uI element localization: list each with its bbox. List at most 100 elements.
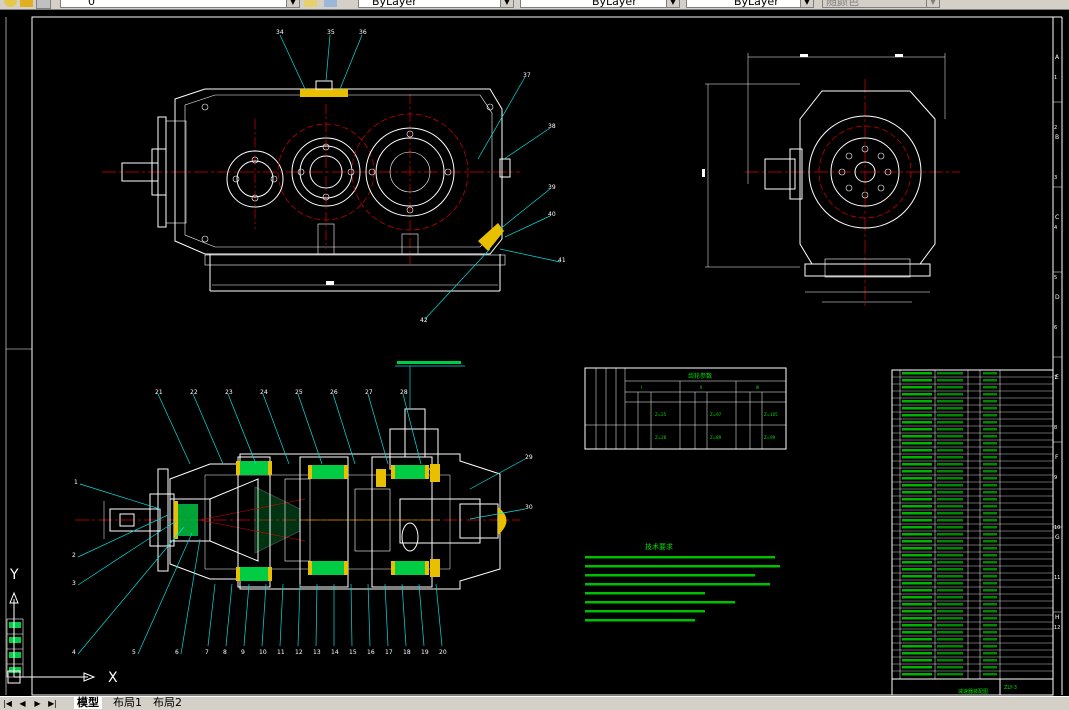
lineweight-combo[interactable]: ByLayer ▼ (686, 0, 814, 8)
parts-row-text (983, 589, 997, 592)
parts-row-text (937, 519, 963, 522)
parts-row-text (902, 456, 932, 459)
prev-tab-icon[interactable]: ◀ (19, 699, 26, 708)
parts-row-text (937, 652, 963, 655)
parts-row-text (937, 526, 963, 529)
part-balloon: 28 (400, 389, 408, 396)
svg-text:39: 39 (548, 184, 556, 191)
parts-row-text (937, 400, 963, 403)
parts-row-text (902, 631, 932, 634)
parts-row-text (902, 477, 932, 480)
layer-combo[interactable]: 0 ▼ (60, 0, 300, 8)
parts-row-text (983, 547, 997, 550)
parts-row-text (902, 652, 932, 655)
layer-bulb-icon[interactable] (4, 0, 17, 7)
color-combo[interactable]: ByLayer ▼ (358, 0, 514, 8)
first-tab-icon[interactable]: |◀ (3, 699, 12, 708)
parts-row-text (937, 624, 963, 627)
svg-text:34: 34 (276, 29, 284, 36)
last-tab-icon[interactable]: ▶| (48, 699, 57, 708)
part-balloon: 8 (223, 649, 227, 656)
parts-row-text (902, 470, 932, 473)
svg-text:Z=105: Z=105 (764, 412, 778, 417)
parts-row-text (983, 512, 997, 515)
parts-row-text (983, 568, 997, 571)
tab-model[interactable]: 模型 (74, 697, 102, 709)
parts-row-text (902, 414, 932, 417)
parts-row-text (983, 652, 997, 655)
parts-row-text (902, 421, 932, 424)
tech-req-line (585, 619, 695, 622)
parts-row-text (983, 470, 997, 473)
ucs-y-label: Y (9, 567, 19, 583)
part-balloon: 24 (260, 389, 268, 396)
parts-row-text (983, 624, 997, 627)
layer-lock-icon[interactable] (36, 0, 51, 9)
parts-row-text (983, 533, 997, 536)
parts-row-text (983, 526, 997, 529)
parts-row-text (937, 491, 963, 494)
parts-row-text (983, 428, 997, 431)
next-tab-icon[interactable]: ▶ (34, 699, 41, 708)
part-balloon: 23 (225, 389, 233, 396)
parts-row-text (937, 379, 963, 382)
parts-row-text (902, 533, 932, 536)
frame-zone-number: 7 (1054, 375, 1057, 381)
part-balloon: 11 (277, 649, 285, 656)
layer-combo-value: 0 (88, 0, 95, 8)
parts-row-text (937, 372, 963, 375)
part-balloon: 17 (385, 649, 393, 656)
side-view (702, 53, 960, 309)
part-balloon: 10 (259, 649, 267, 656)
frame-zone-number: 9 (1054, 475, 1057, 481)
parts-row-text (902, 561, 932, 564)
part-balloon: 20 (439, 649, 447, 656)
parts-row-text (937, 575, 963, 578)
parts-row-text (983, 554, 997, 557)
svg-text:35: 35 (327, 29, 335, 36)
parts-row-text (902, 491, 932, 494)
parts-row-text (902, 435, 932, 438)
frame-zone-number: 4 (1054, 225, 1057, 231)
parts-row-text (902, 596, 932, 599)
chevron-down-icon: ▼ (666, 0, 679, 7)
layer-previous-icon[interactable] (324, 0, 337, 7)
layer-sun-icon[interactable] (20, 0, 33, 7)
parts-row-text (983, 393, 997, 396)
parts-row-text (937, 505, 963, 508)
tech-req-line (585, 574, 755, 577)
parts-row-text (983, 400, 997, 403)
parts-row-text (983, 603, 997, 606)
parts-row-text (937, 645, 963, 648)
svg-text:Z=28: Z=28 (655, 435, 667, 440)
svg-text:38: 38 (548, 123, 556, 130)
parts-row-text (902, 498, 932, 501)
margin-table (6, 618, 24, 678)
part-balloon: 22 (190, 389, 198, 396)
tech-req-line (585, 565, 780, 568)
parts-row-text (983, 421, 997, 424)
part-balloon: 29 (525, 454, 533, 461)
parts-row-text (937, 498, 963, 501)
chevron-down-icon: ▼ (926, 0, 939, 7)
parts-row-text (937, 666, 963, 669)
linetype-combo[interactable]: ByLayer ▼ (520, 0, 680, 8)
parts-row-text (937, 456, 963, 459)
frame-zone-number: 5 (1054, 275, 1057, 281)
parts-row-text (902, 589, 932, 592)
tab-layout1[interactable]: 布局1 (113, 696, 142, 709)
part-balloon: 14 (331, 649, 339, 656)
parts-row-text (937, 582, 963, 585)
parts-row-text (937, 477, 963, 480)
parts-row-text (902, 526, 932, 529)
tab-layout2[interactable]: 布局2 (153, 696, 182, 709)
parts-row-text (902, 547, 932, 550)
plotstyle-combo[interactable]: 随颜色 ▼ (822, 0, 940, 8)
make-current-layer-icon[interactable] (304, 0, 317, 7)
parts-row-text (937, 442, 963, 445)
svg-text:41: 41 (558, 257, 566, 264)
part-balloon: 15 (349, 649, 357, 656)
